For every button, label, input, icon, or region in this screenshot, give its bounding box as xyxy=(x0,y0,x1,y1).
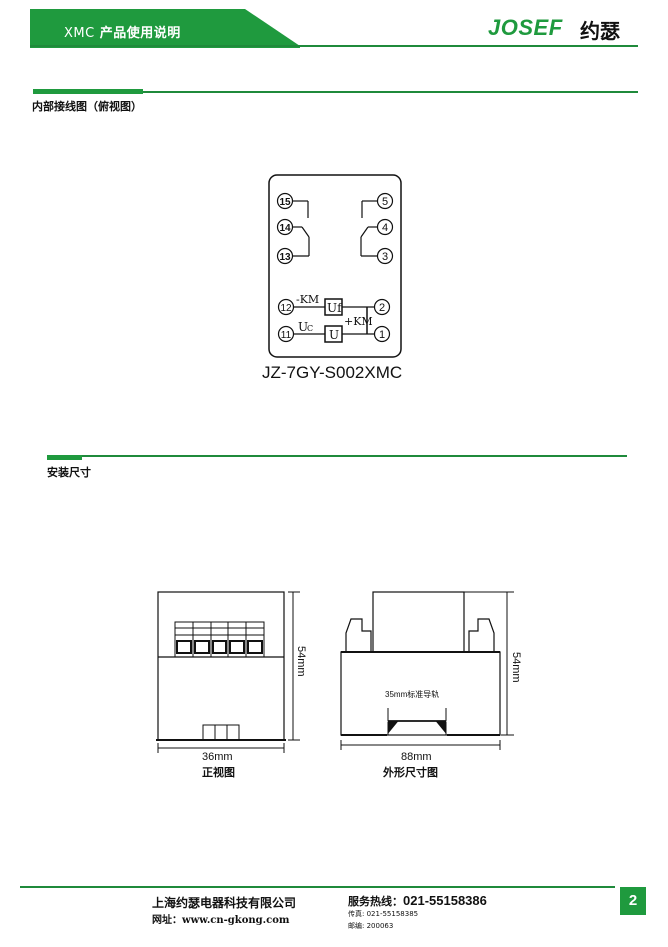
svg-text:1: 1 xyxy=(379,329,385,341)
front-view-svg xyxy=(156,591,300,753)
section-title-wiring: 内部接线图（俯视图） xyxy=(32,100,142,113)
rail-label: 35mm标准导轨 xyxy=(385,690,440,699)
header-divider xyxy=(30,45,638,47)
svg-text:5: 5 xyxy=(382,196,388,208)
wiring-diagram: 15 14 13 5 4 3 12 2 11 1 -KM Uf +KM U U … xyxy=(268,174,404,364)
front-height-label: 54mm xyxy=(295,646,307,677)
section-marker-install xyxy=(47,455,82,460)
footer-website[interactable]: 网址：www.cn-gkong.com xyxy=(152,915,290,926)
footer-fax: 传真: 021-55158385 xyxy=(348,910,419,918)
section-divider-install xyxy=(47,455,627,457)
footer-zip: 邮编: 200063 xyxy=(348,922,394,930)
wiring-model-caption: JZ-7GY-S002XMC xyxy=(262,363,403,382)
svg-text:U: U xyxy=(298,320,308,334)
side-height-label: 54mm xyxy=(510,652,522,683)
svg-text:2: 2 xyxy=(379,302,385,314)
front-view-drawing xyxy=(150,585,310,769)
front-width-label: 36mm xyxy=(202,751,233,763)
brand-logo: JOSEF xyxy=(488,15,563,40)
section-marker-wiring xyxy=(33,89,143,94)
footer-divider xyxy=(20,886,615,888)
side-view-svg xyxy=(340,591,514,750)
side-view-caption: 外形尺寸图 xyxy=(383,766,438,779)
svg-text:C: C xyxy=(307,324,313,333)
svg-text:11: 11 xyxy=(281,330,292,341)
svg-text:14: 14 xyxy=(279,223,291,234)
svg-text:12: 12 xyxy=(280,303,292,314)
product-code: XMC xyxy=(64,26,95,41)
document-title: XMC 产品使用说明 xyxy=(64,22,181,41)
svg-text:-KM: -KM xyxy=(296,293,319,306)
brand-name-cn: 约瑟 xyxy=(580,19,620,43)
side-view-drawing xyxy=(330,585,530,769)
side-width-label: 88mm xyxy=(401,751,432,763)
document-type: 产品使用说明 xyxy=(99,26,181,41)
hotline-label: 服务热线： xyxy=(348,895,403,908)
svg-text:+KM: +KM xyxy=(344,315,373,328)
section-title-install: 安装尺寸 xyxy=(47,466,91,479)
footer-hotline: 服务热线：021-55158386 xyxy=(348,893,487,909)
header-banner xyxy=(30,9,300,48)
svg-text:Uf: Uf xyxy=(327,301,343,315)
svg-text:3: 3 xyxy=(382,251,388,263)
header-banner-shape xyxy=(30,9,300,48)
hotline-number: 021-55158386 xyxy=(403,893,487,908)
footer-company: 上海约瑟电器科技有限公司 xyxy=(152,896,297,910)
svg-text:4: 4 xyxy=(382,222,388,234)
terminal-block xyxy=(174,621,265,658)
svg-text:13: 13 xyxy=(279,252,291,263)
wiring-diagram-svg: 15 14 13 5 4 3 12 2 11 1 -KM Uf +KM U U … xyxy=(268,174,402,358)
page-number: 2 xyxy=(620,887,646,915)
svg-text:15: 15 xyxy=(279,197,291,208)
svg-text:U: U xyxy=(329,328,339,342)
section-divider-wiring xyxy=(33,91,638,93)
front-view-caption: 正视图 xyxy=(202,766,235,779)
